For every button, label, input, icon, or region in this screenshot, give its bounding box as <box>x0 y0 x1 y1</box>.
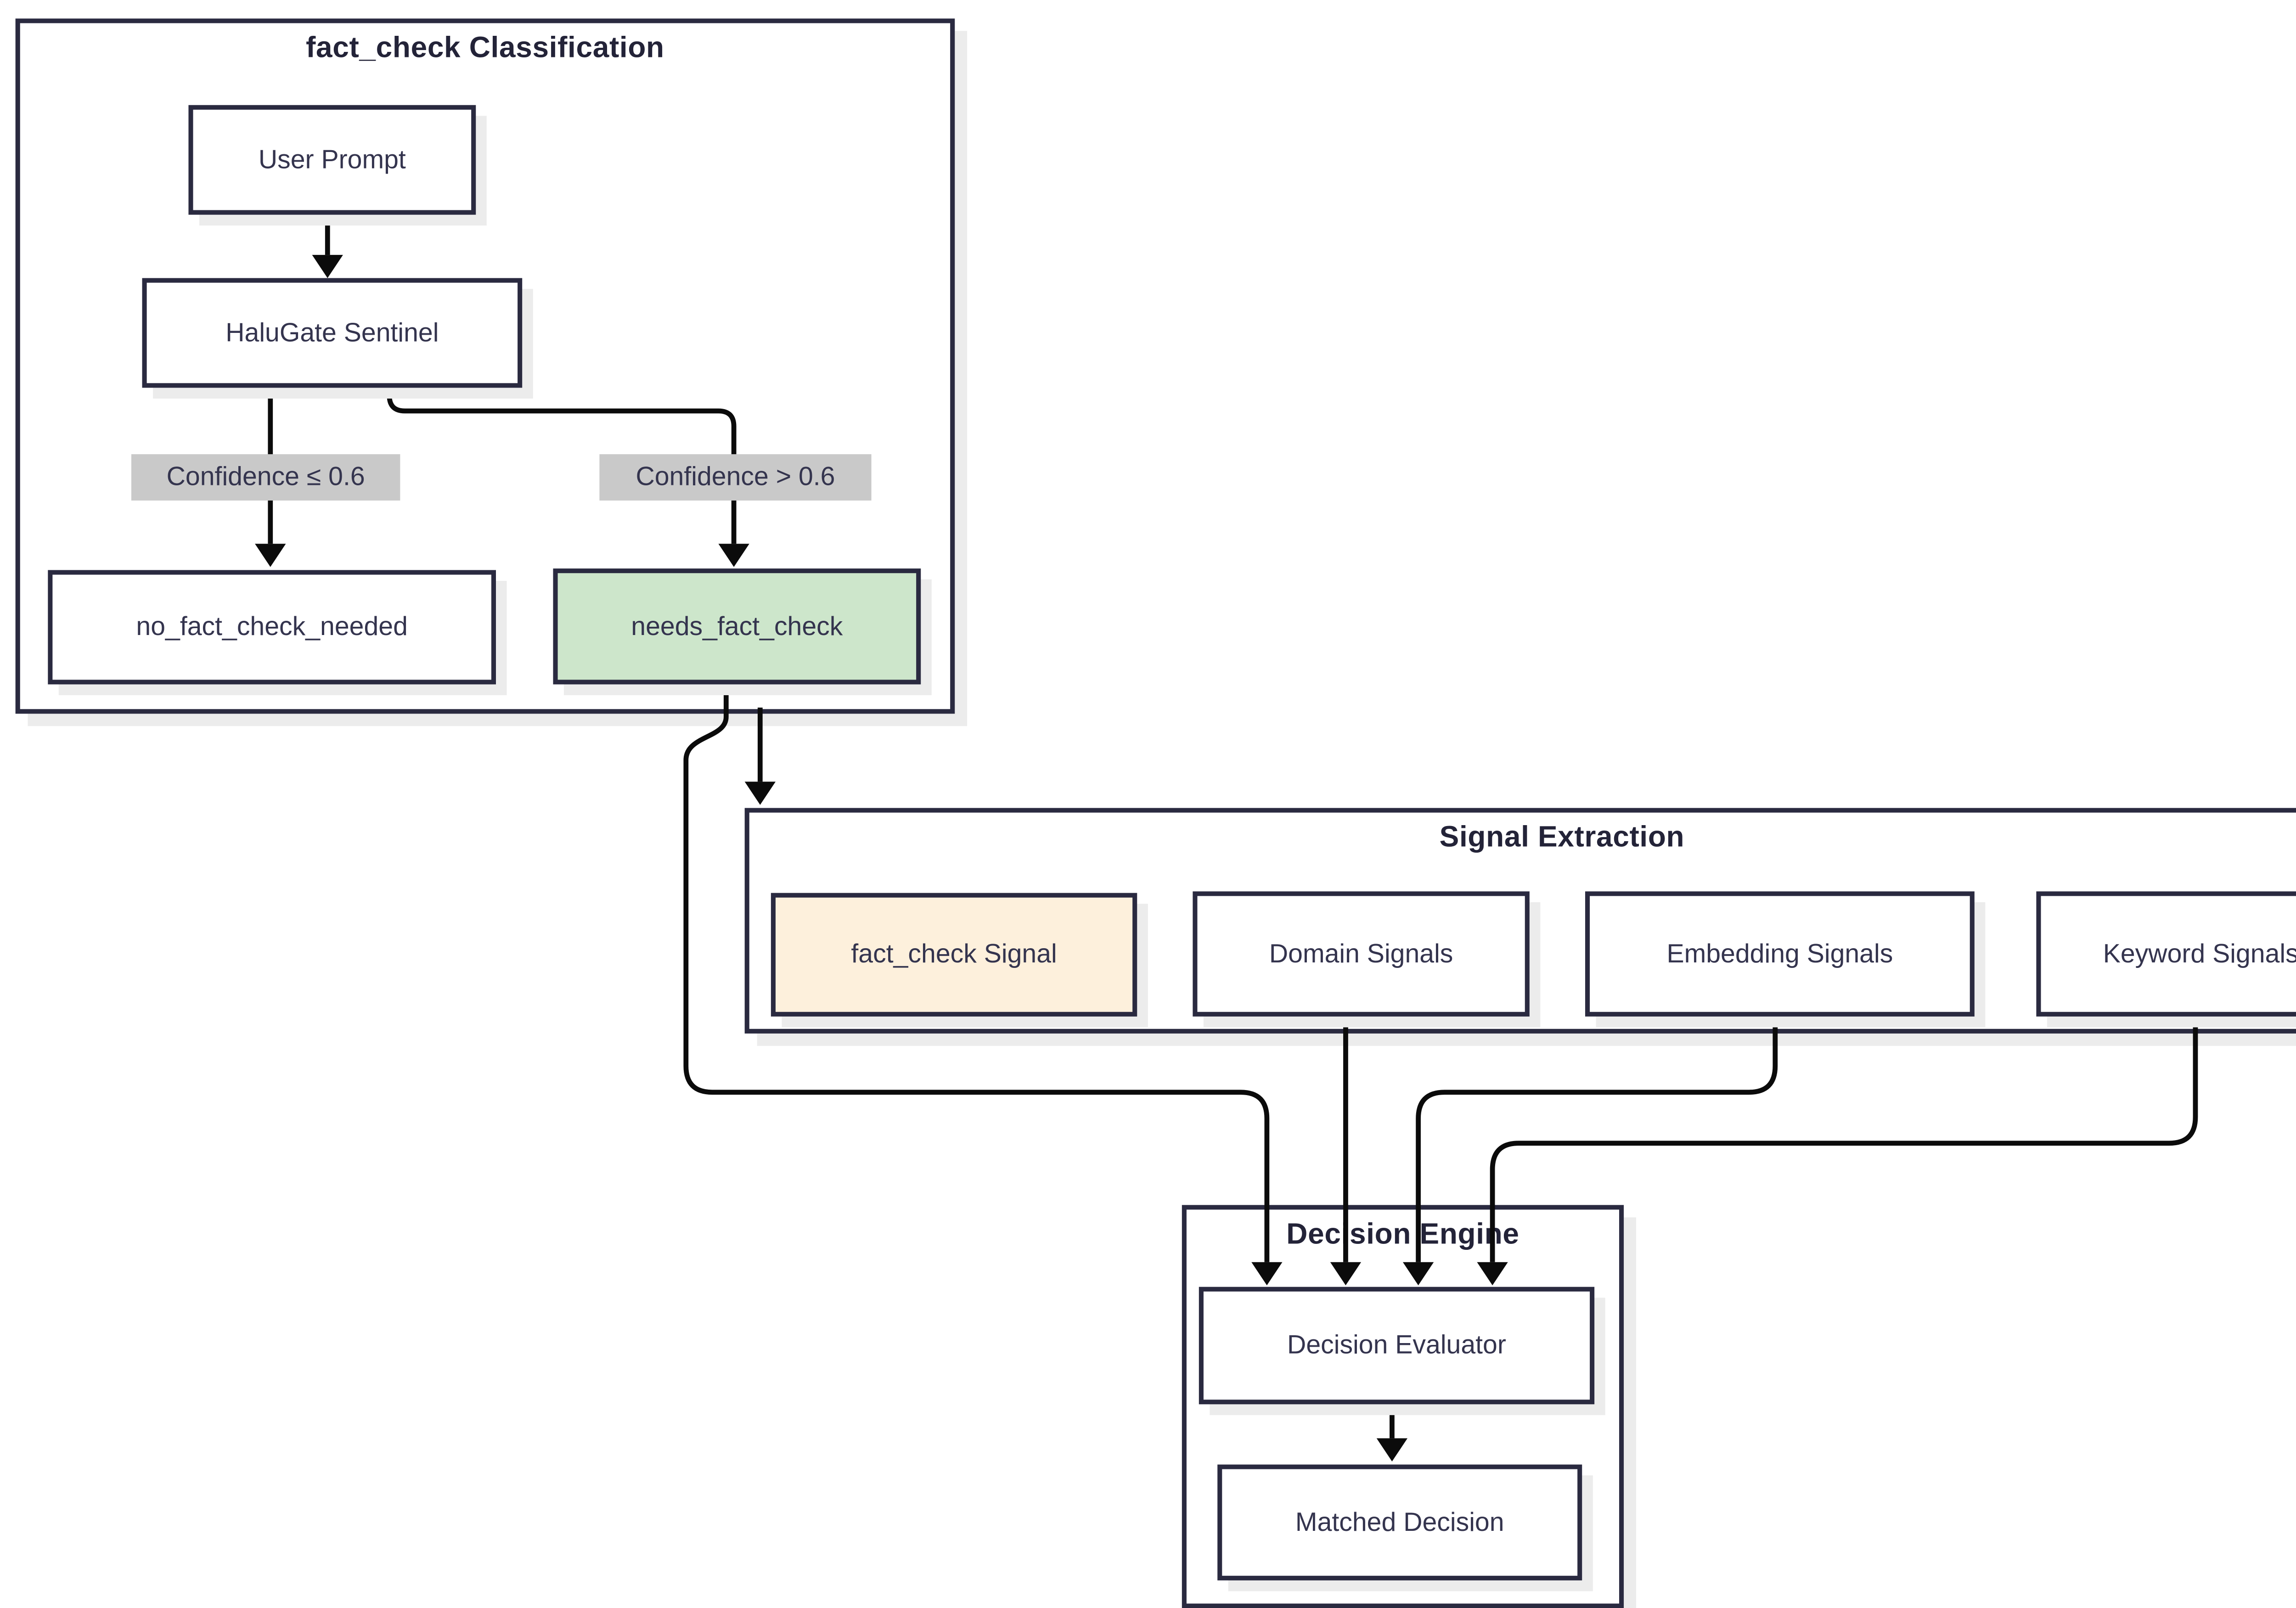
edge-label-confidence-gt-0.6: Confidence > 0.6 <box>599 454 872 501</box>
node-fact-check-signal: fact_check Signal <box>771 893 1137 1017</box>
node-label-keyword-signals: Keyword Signals <box>2103 938 2296 968</box>
node-domain-signals: Domain Signals <box>1193 891 1530 1017</box>
node-needs-fact-check: needs_fact_check <box>553 568 921 685</box>
node-user-prompt: User Prompt <box>188 105 476 215</box>
subgraph-title-signal-extraction: Signal Extraction <box>1439 821 1685 855</box>
node-halugate-sentinel: HaluGate Sentinel <box>142 278 523 388</box>
node-no-fact-check-needed: no_fact_check_needed <box>48 570 496 685</box>
edge-label-text-confidence-gt: Confidence > 0.6 <box>636 461 835 491</box>
node-decision-evaluator: Decision Evaluator <box>1199 1287 1595 1405</box>
subgraph-title-decision-engine: Decision Engine <box>1286 1219 1519 1252</box>
subgraph-title-fact-check-classification: fact_check Classification <box>306 32 664 65</box>
node-matched-decision: Matched Decision <box>1217 1464 1582 1580</box>
node-embedding-signals: Embedding Signals <box>1585 891 1975 1017</box>
node-label-no-fact-check-needed: no_fact_check_needed <box>136 612 408 641</box>
edge-label-text-confidence-le: Confidence ≤ 0.6 <box>166 461 365 491</box>
node-label-embedding-signals: Embedding Signals <box>1666 938 1893 968</box>
node-label-decision-evaluator: Decision Evaluator <box>1287 1330 1506 1360</box>
node-label-matched-decision: Matched Decision <box>1295 1507 1504 1536</box>
node-label-user-prompt: User Prompt <box>258 144 406 174</box>
node-keyword-signals: Keyword Signals <box>2036 891 2296 1017</box>
node-label-needs-fact-check: needs_fact_check <box>631 611 843 641</box>
arrowhead-needs-fact-check-to-signal-extraction <box>744 782 776 805</box>
node-label-domain-signals: Domain Signals <box>1269 938 1453 968</box>
node-label-fact-check-signal: fact_check Signal <box>851 939 1057 969</box>
node-label-halugate-sentinel: HaluGate Sentinel <box>225 317 439 347</box>
edge-label-confidence-le-0.6: Confidence ≤ 0.6 <box>131 454 400 501</box>
